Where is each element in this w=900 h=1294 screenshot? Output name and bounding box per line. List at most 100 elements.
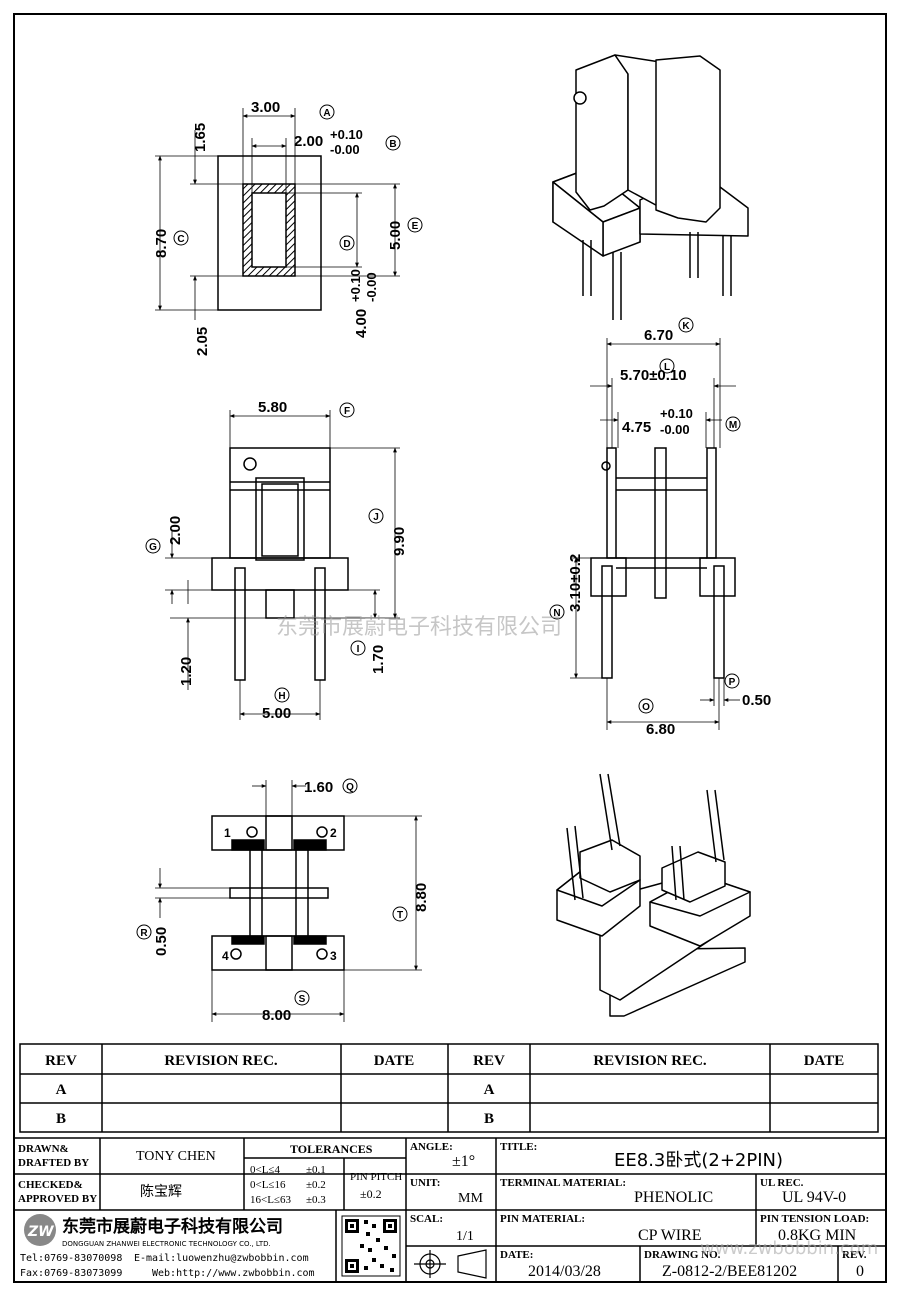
dim-front-pin-pitch: 5.00	[262, 705, 291, 722]
date-label: DATE:	[500, 1249, 533, 1261]
rev-row-a-left: A	[56, 1082, 67, 1098]
checked-value: 陈宝辉	[140, 1183, 182, 1200]
rev-header-rec-right: REVISION REC.	[593, 1053, 707, 1069]
label-C: C	[177, 234, 184, 245]
pin-1-label: 1	[224, 826, 231, 840]
label-R: R	[140, 928, 148, 939]
dim-top-width: 3.00	[251, 99, 280, 116]
isometric-view-lower	[556, 773, 751, 1017]
pin-pitch-value: ±0.2	[360, 1187, 382, 1201]
dim-top-height: 8.70	[153, 229, 170, 258]
pin-tension-label: PIN TENSION LOAD:	[760, 1213, 869, 1225]
dim-bottom-height: 8.80	[413, 883, 430, 912]
label-F: F	[344, 406, 350, 417]
pin-2-label: 2	[330, 826, 337, 840]
company-logo: ZW	[24, 1214, 56, 1246]
angle-label: ANGLE:	[410, 1141, 453, 1153]
label-G: G	[149, 542, 157, 553]
label-E: E	[412, 221, 419, 232]
drawn-by-value: TONY CHEN	[136, 1149, 216, 1164]
dim-top-inner-tol-minus: -0.00	[364, 272, 379, 302]
web-watermark: www.zwbobbin.com	[700, 1238, 878, 1259]
revision-table	[19, 1043, 879, 1133]
front-view	[165, 410, 400, 720]
drawn-by-label-2: DRAFTED BY	[18, 1157, 89, 1169]
terminal-material-label: TERMINAL MATERIAL:	[500, 1177, 626, 1189]
dim-top-lower-margin: 2.05	[194, 327, 211, 356]
dim-bottom-slot: 1.60	[304, 779, 333, 796]
rev-header-date-left: DATE	[374, 1053, 415, 1069]
tolerances-label: TOLERANCES	[290, 1142, 373, 1156]
drawn-by-label-1: DRAWN&	[18, 1143, 69, 1155]
rev-label: REV.	[842, 1249, 867, 1261]
label-J: J	[373, 512, 379, 523]
scal-label: SCAL:	[410, 1213, 443, 1225]
company-web: Web:http://www.zwbobbin.com	[152, 1268, 315, 1279]
terminal-material-value: PHENOLIC	[634, 1189, 713, 1206]
dim-side-inner: 4.75	[622, 419, 651, 436]
unit-label: UNIT:	[410, 1177, 440, 1189]
dim-front-flange: 2.00	[167, 516, 184, 545]
pin-material-label: PIN MATERIAL:	[500, 1213, 585, 1225]
qr-code	[341, 1215, 401, 1277]
dim-side-pin-dia: 0.50	[742, 692, 771, 709]
label-P: P	[729, 677, 736, 688]
dim-top-wall-height: 5.00	[387, 221, 404, 250]
watermark-company: 东莞市展蔚电子科技有限公司	[276, 615, 562, 640]
svg-text:ZW: ZW	[27, 1224, 54, 1240]
title-label: TITLE:	[500, 1141, 537, 1153]
rev-value: 0	[856, 1263, 864, 1280]
pin-3-label: 3	[330, 949, 337, 963]
dim-front-pin-offset: 1.20	[178, 657, 195, 686]
projection-symbol	[414, 1249, 487, 1279]
label-Q: Q	[346, 782, 354, 793]
pin-tension-value: 0.8KG MIN	[778, 1227, 857, 1244]
sheet-border	[13, 13, 887, 1283]
dim-top-upper-margin: 1.65	[192, 123, 209, 152]
ul-rec-value: UL 94V-0	[782, 1189, 846, 1206]
dim-top-window-tol-plus: +0.10	[330, 127, 363, 142]
rev-row-a-right: A	[484, 1082, 495, 1098]
label-N: N	[553, 608, 560, 619]
angle-value: ±1°	[452, 1153, 475, 1170]
tol-range-3: 16<L≤63	[250, 1194, 291, 1206]
company-name-en: DONGGUAN ZHANWEI ELECTRONIC TECHNOLOGY C…	[62, 1240, 271, 1248]
unit-value: MM	[458, 1191, 483, 1206]
company-fax: Fax:0769-83073099	[20, 1268, 122, 1279]
pin-4-label: 4	[222, 949, 229, 963]
checked-label-2: APPROVED BY	[18, 1193, 97, 1205]
tol-range-2: 0<L≤16	[250, 1179, 286, 1191]
rev-header-date-right: DATE	[804, 1053, 845, 1069]
title-block	[13, 1137, 887, 1283]
drawing-no-label: DRAWING NO.	[644, 1249, 721, 1261]
company-tel: Tel:0769-83070098	[20, 1253, 122, 1264]
dim-side-inner-tol-plus: +0.10	[660, 406, 693, 421]
rev-row-b-right: B	[484, 1111, 494, 1127]
top-inner-window	[251, 192, 287, 268]
tol-value-1: ±0.1	[306, 1164, 326, 1176]
label-D: D	[343, 239, 350, 250]
label-M: M	[729, 420, 737, 431]
label-H: H	[278, 691, 285, 702]
tol-range-1: 0<L≤4	[250, 1164, 280, 1176]
drawing-no-value: Z-0812-2/BEE81202	[662, 1263, 797, 1280]
label-O: O	[642, 702, 650, 713]
dim-side-pin-length: 3.10±0.2	[567, 554, 584, 612]
dim-top-inner-height: 4.00	[353, 309, 370, 338]
dim-front-width: 5.80	[258, 399, 287, 416]
rev-row-b-left: B	[56, 1111, 66, 1127]
side-view	[570, 338, 740, 730]
top-body-outline	[217, 155, 322, 311]
top-view	[155, 108, 400, 320]
rev-header-rev-left: REV	[45, 1053, 77, 1069]
dim-front-height: 9.90	[391, 527, 408, 556]
dim-bottom-flange: 0.50	[153, 927, 170, 956]
bottom-view	[155, 780, 422, 1022]
dim-top-window: 2.00	[294, 133, 323, 150]
label-L: L	[664, 362, 670, 373]
dim-bottom-width: 8.00	[262, 1007, 291, 1024]
dim-side-mid: 5.70±0.10	[620, 367, 687, 384]
checked-label-1: CHECKED&	[18, 1179, 83, 1191]
scal-value: 1/1	[456, 1229, 474, 1244]
